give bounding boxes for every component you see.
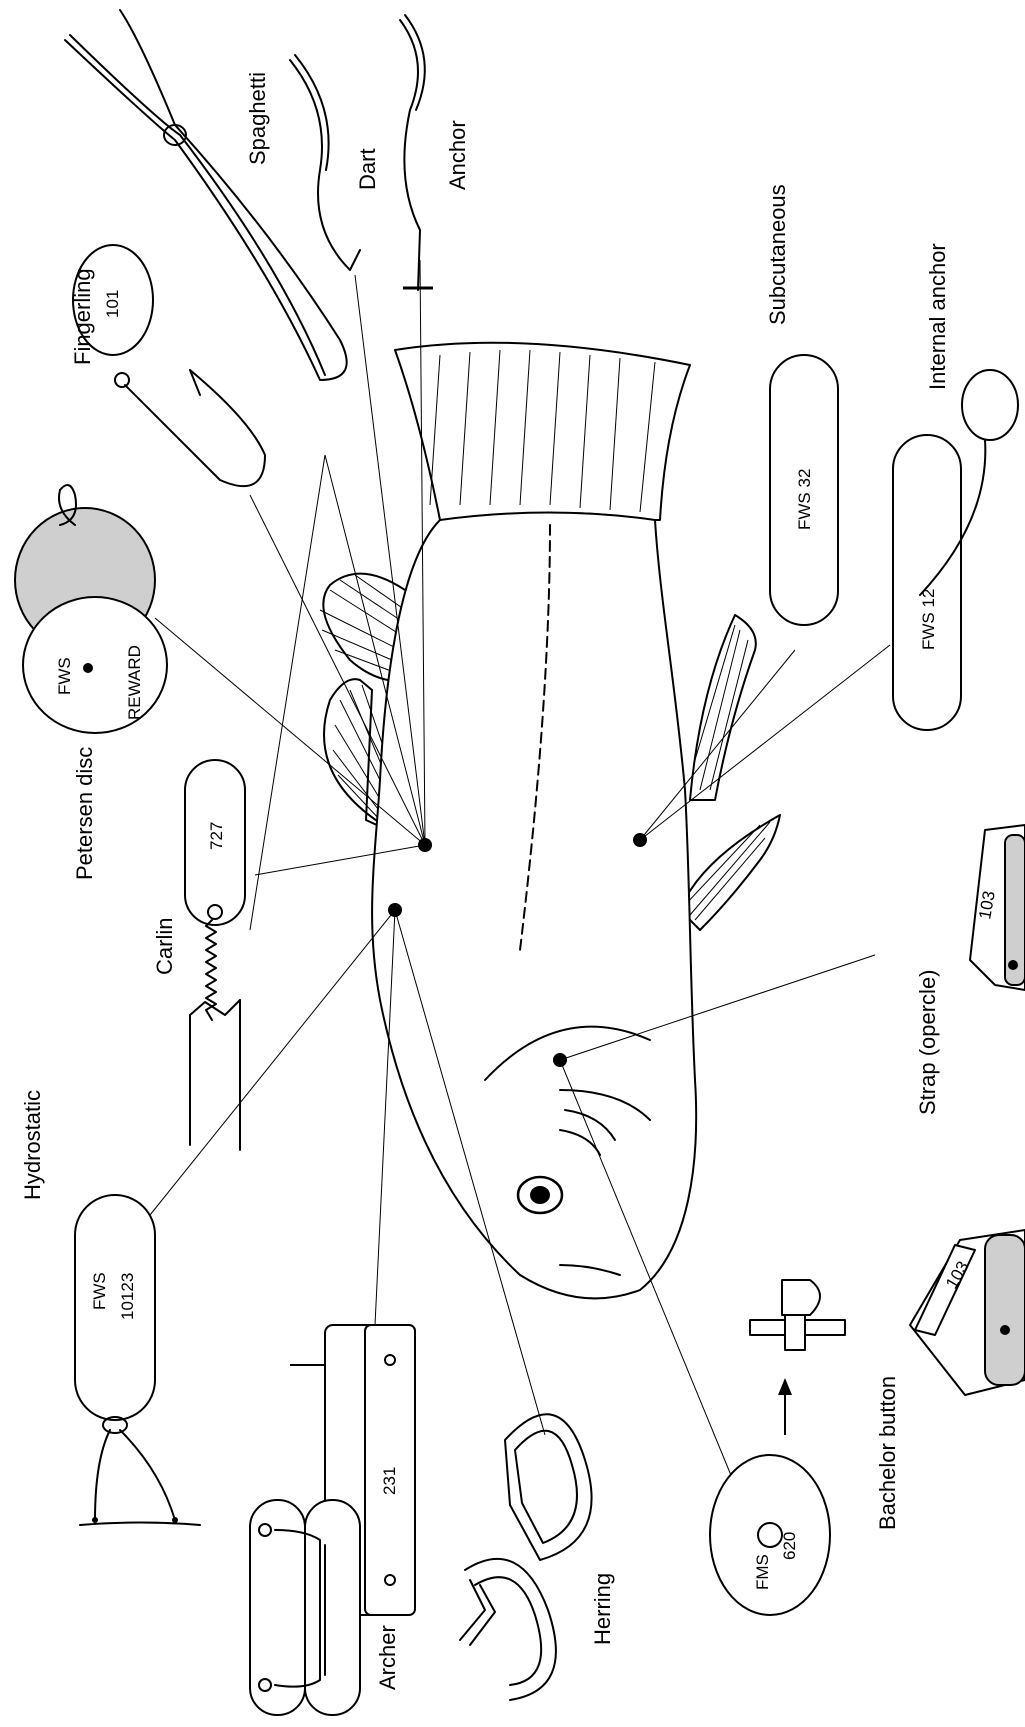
svg-text:FWS: FWS	[55, 657, 74, 695]
subcutaneous-tag: FWS 32	[770, 355, 838, 625]
fingerling-tag: 101	[73, 245, 265, 486]
svg-text:101: 101	[103, 290, 122, 318]
internal-anchor-tag: FWS 12	[893, 370, 1018, 730]
bachelor-button-label: Bachelor button	[875, 1376, 900, 1530]
internal-anchor-label: Internal anchor	[925, 243, 950, 390]
strap-opercle-label: Strap (opercle)	[915, 969, 940, 1115]
anchor-label: Anchor	[445, 120, 470, 190]
carlin-tag: 727	[185, 760, 245, 1150]
svg-text:620: 620	[780, 1532, 799, 1560]
svg-text:FWS 12: FWS 12	[919, 589, 938, 650]
hydrostatic-label: Hydrostatic	[20, 1090, 45, 1200]
strap-tag-2: 103	[970, 825, 1025, 990]
herring-tag	[460, 1414, 592, 1700]
fingerling-label: Fingerling	[70, 268, 95, 365]
svg-text:FWS: FWS	[90, 1272, 109, 1310]
svg-text:REWARD: REWARD	[125, 645, 144, 720]
petersen-disc-tag: FWS REWARD	[15, 485, 167, 733]
herring-label: Herring	[590, 1573, 615, 1645]
archer-tag	[250, 1500, 360, 1715]
svg-text:231: 231	[380, 1467, 399, 1495]
pelvic-fin	[680, 815, 780, 930]
archer-label: Archer	[375, 1625, 400, 1690]
spaghetti-label: Spaghetti	[245, 72, 270, 165]
carlin-label: Carlin	[152, 918, 177, 975]
bachelor-button-tag: FMS 620	[710, 1280, 845, 1615]
subcutaneous-label: Subcutaneous	[765, 184, 790, 325]
anchor-tag	[400, 15, 433, 290]
petersen-disc-label: Petersen disc	[72, 747, 97, 880]
anal-fin	[690, 615, 756, 800]
strap-tag-1: 103	[910, 1230, 1025, 1395]
svg-text:10123: 10123	[118, 1273, 137, 1320]
dart-tag	[290, 55, 360, 270]
dart-label: Dart	[355, 148, 380, 190]
svg-text:FWS 32: FWS 32	[795, 469, 814, 530]
svg-text:FMS: FMS	[753, 1554, 772, 1590]
hydrostatic-tag: FWS 10123	[75, 1195, 200, 1525]
fish	[320, 343, 780, 1299]
svg-text:727: 727	[207, 822, 226, 850]
